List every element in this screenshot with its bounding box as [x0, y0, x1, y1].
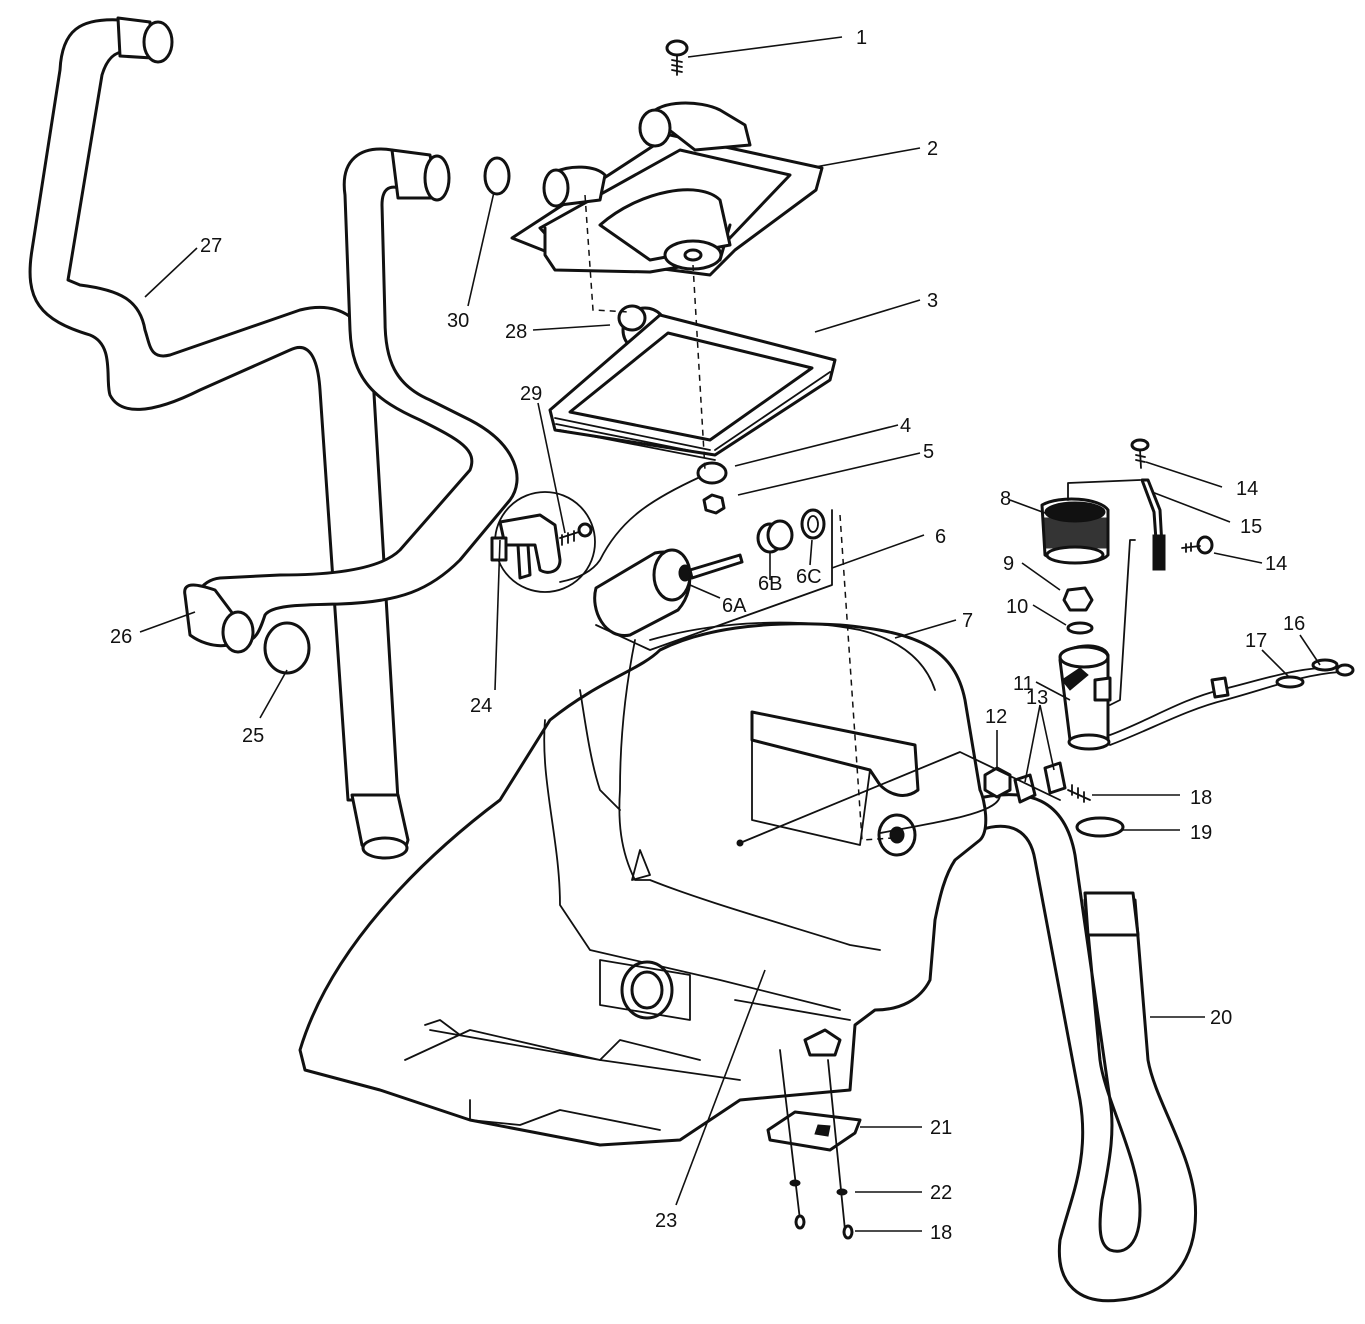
callout-9: 9: [1003, 553, 1014, 575]
callout-11: 11: [1013, 673, 1034, 695]
callout-15: 15: [1240, 516, 1262, 538]
clamp-30: [483, 156, 511, 196]
cover-plate-21: [766, 1049, 862, 1240]
fuel-pump-6: [593, 508, 833, 651]
gasket-3: [548, 313, 837, 461]
callout-29: 29: [520, 383, 542, 405]
callout-8: 8: [1000, 488, 1011, 510]
callout-19: 19: [1190, 822, 1212, 844]
callout-20: 20: [1210, 1007, 1232, 1029]
eyelet-4: [696, 461, 728, 485]
screw-18: [1067, 784, 1091, 803]
callout-10: 10: [1006, 596, 1028, 618]
callout-12: 12: [985, 706, 1007, 728]
callout-26: 26: [110, 626, 132, 648]
nut-5: [702, 493, 726, 515]
callout-labels: 1 2 3 4 5 6 6A 6B 6C 7 8 9 10 11 12 13 1…: [110, 27, 1305, 1244]
leader-lines: [139, 36, 1321, 1232]
hose-27: [28, 16, 410, 860]
callout-6: 6: [935, 526, 946, 548]
harness-16-17: [1109, 658, 1355, 746]
callout-21: 21: [930, 1117, 952, 1139]
tank-7: [298, 621, 988, 1147]
callout-5: 5: [923, 441, 934, 463]
callout-2: 2: [927, 138, 938, 160]
screw-1: [665, 39, 689, 76]
valve-9: [1062, 586, 1094, 612]
nut-12: [983, 766, 1012, 799]
callout-17: 17: [1245, 630, 1267, 652]
filler-neck-11: [1058, 644, 1112, 751]
washer-10: [1066, 621, 1094, 635]
screw-29: [559, 529, 586, 546]
callout-14-top: 14: [1236, 478, 1258, 500]
callout-6c: 6C: [796, 566, 822, 588]
callout-23: 23: [655, 1210, 677, 1232]
air-box-lid-2: [510, 101, 824, 277]
bracket-15: [1067, 438, 1214, 706]
callout-4: 4: [900, 415, 911, 437]
detail-circle-24-29: [490, 491, 596, 593]
clamp-19: [1075, 816, 1125, 838]
callout-6a: 6A: [722, 595, 747, 617]
callout-24: 24: [470, 695, 492, 717]
callout-16: 16: [1283, 613, 1305, 635]
callout-3: 3: [927, 290, 938, 312]
callout-13: 13: [1026, 687, 1048, 709]
callout-18-bottom: 18: [930, 1222, 952, 1244]
callout-22: 22: [930, 1182, 952, 1204]
callout-18-top: 18: [1190, 787, 1212, 809]
hose-middle: [183, 147, 519, 654]
callout-25: 25: [242, 725, 264, 747]
callout-30: 30: [447, 310, 469, 332]
callout-28: 28: [505, 321, 527, 343]
callout-7: 7: [962, 610, 973, 632]
filler-cap-8: [1040, 497, 1110, 565]
clamp-25: [263, 621, 311, 675]
callout-14-bottom: 14: [1265, 553, 1287, 575]
callout-6b: 6B: [758, 573, 782, 595]
callout-27: 27: [200, 235, 222, 257]
callout-1: 1: [856, 27, 867, 49]
